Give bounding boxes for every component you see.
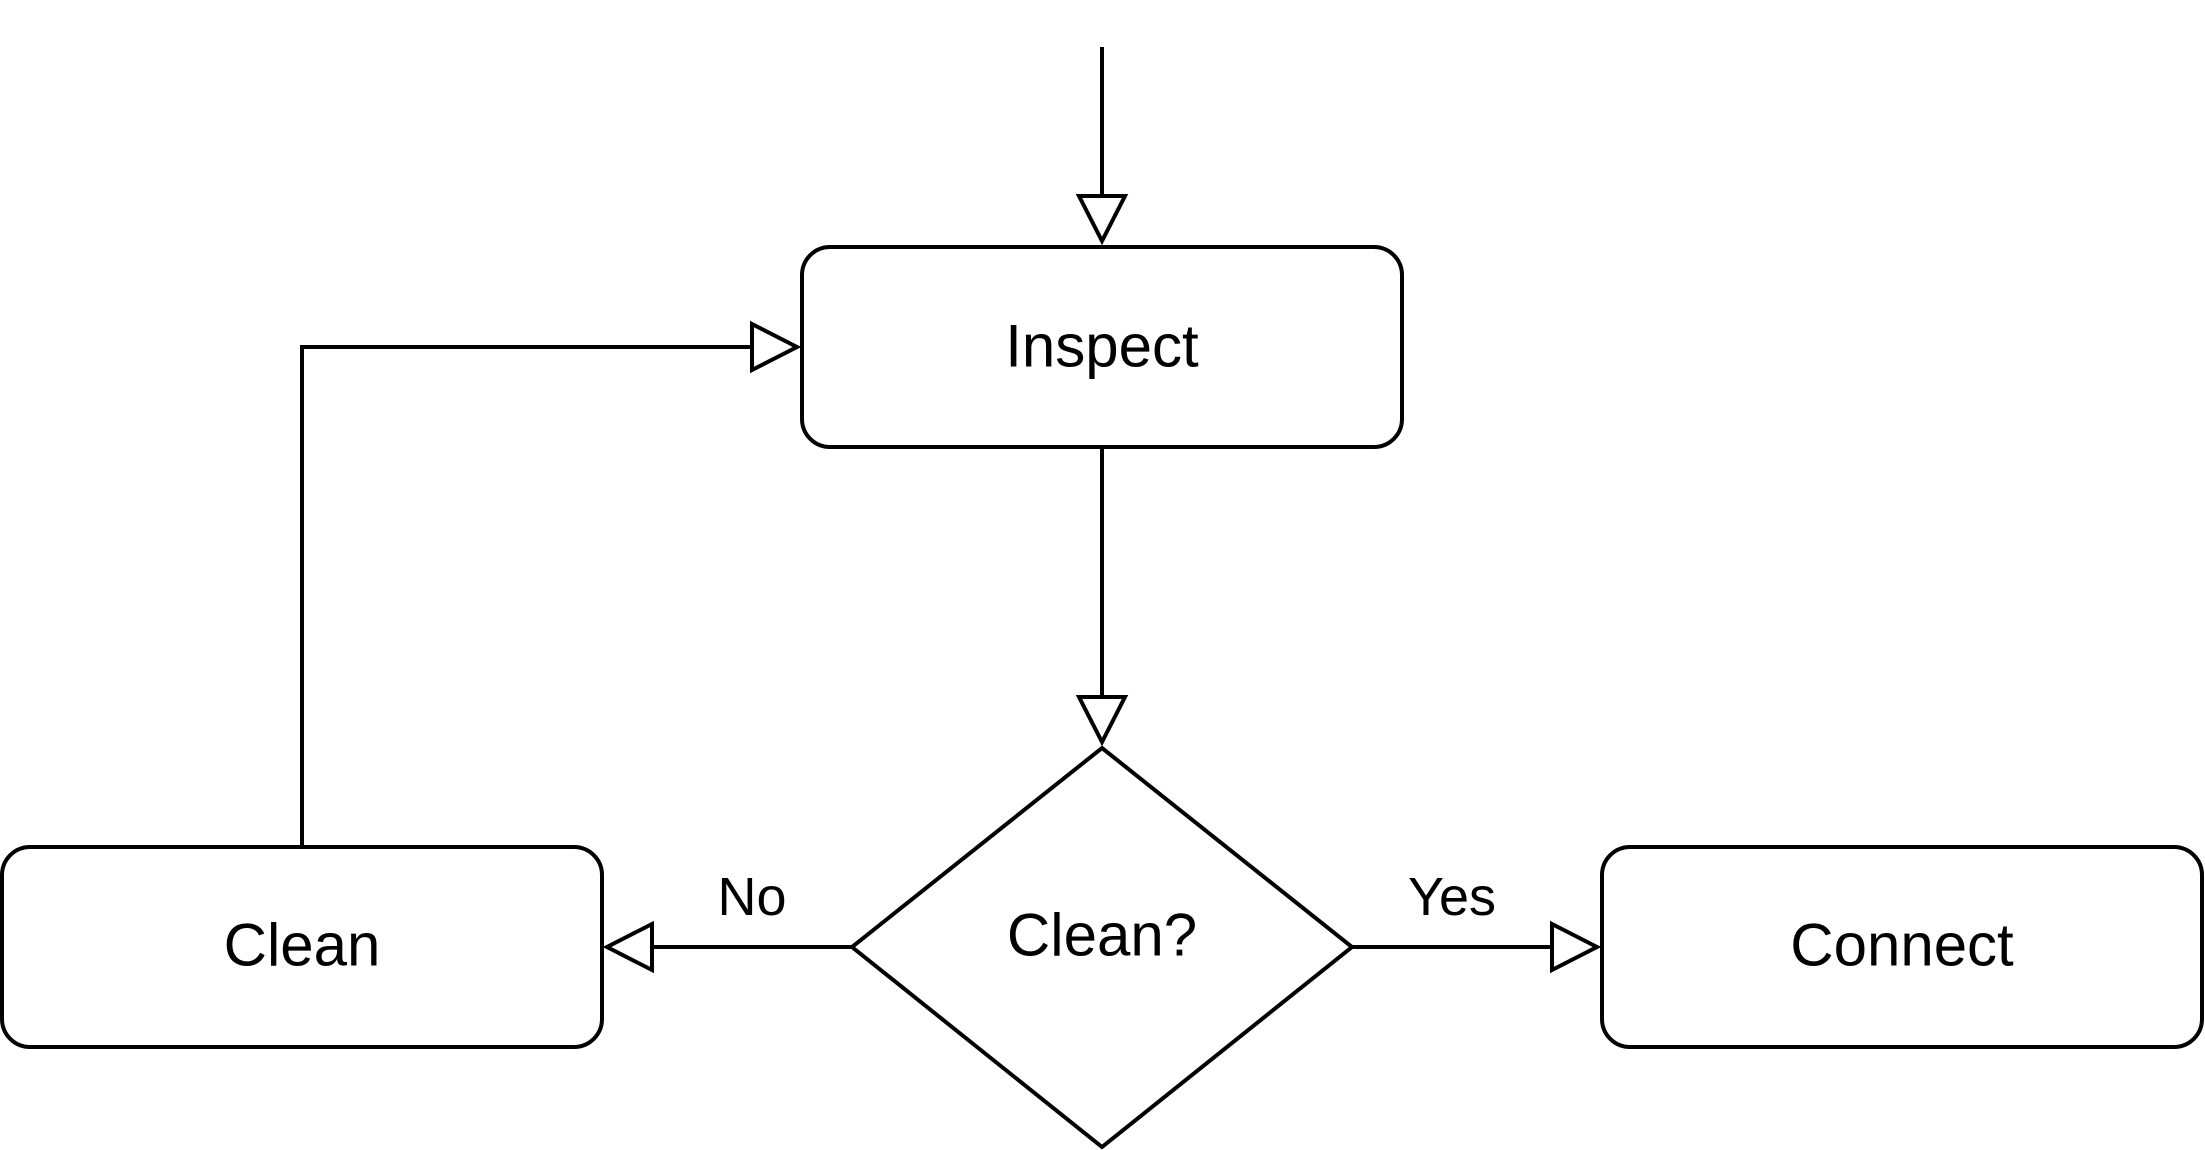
edge-clean-to-inspect — [300, 320, 802, 847]
arrowhead-left-clean — [602, 920, 654, 974]
node-inspect[interactable]: Inspect — [800, 245, 1404, 449]
node-decision-label: Clean? — [1007, 902, 1197, 969]
node-decision[interactable]: Clean? — [848, 745, 1356, 1150]
arrowhead-down-inspect — [1075, 194, 1129, 246]
edge-inspect-to-decision — [1075, 447, 1129, 747]
node-clean[interactable]: Clean — [0, 845, 604, 1049]
edge-start-to-inspect — [1075, 47, 1129, 246]
edge-label-yes: Yes — [1408, 867, 1496, 927]
node-connect-label: Connect — [1790, 912, 2014, 979]
arrowhead-right-inspect — [750, 320, 802, 374]
arrowhead-right-connect — [1550, 920, 1602, 974]
arrowhead-down-decision — [1075, 695, 1129, 747]
node-inspect-label: Inspect — [1005, 313, 1199, 380]
node-connect[interactable]: Connect — [1600, 845, 2204, 1049]
node-clean-label: Clean — [224, 912, 381, 979]
edge-decision-to-clean: No — [602, 867, 852, 974]
edge-label-no: No — [717, 867, 786, 927]
edge-decision-to-connect: Yes — [1352, 867, 1602, 974]
